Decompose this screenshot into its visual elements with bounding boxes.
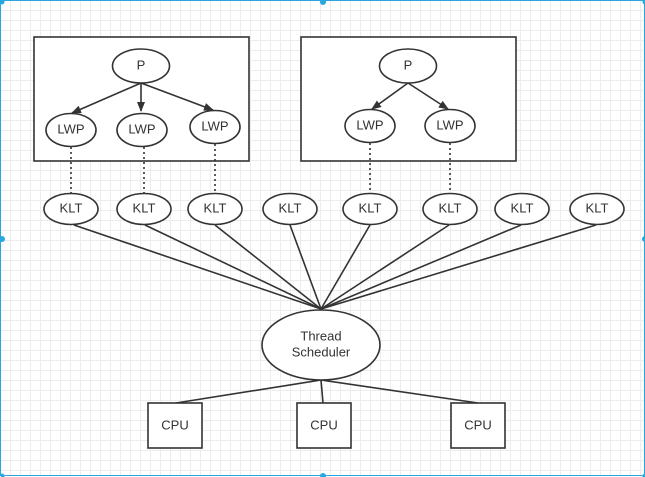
klt-label: KLT <box>586 200 609 215</box>
cpu-link-2[interactable] <box>321 380 323 403</box>
cpu-node-3[interactable]: CPU <box>451 403 505 448</box>
process-label: P <box>404 57 413 72</box>
lwp-node-5[interactable]: LWP <box>425 110 475 143</box>
cpu-node-1[interactable]: CPU <box>148 403 202 448</box>
scheduler-label-line2: Scheduler <box>292 344 351 359</box>
resize-handle-bottom[interactable] <box>320 473 326 477</box>
lwp-node-3[interactable]: LWP <box>190 111 240 144</box>
lwp-label: LWP <box>356 117 383 132</box>
lwp-node-4[interactable]: LWP <box>345 110 395 143</box>
cpu-label: CPU <box>310 417 337 432</box>
klt-node-2[interactable]: KLT <box>117 194 171 225</box>
klt-node-6[interactable]: KLT <box>423 194 477 225</box>
process-node-1[interactable]: P <box>113 49 170 83</box>
resize-handle-bottom-left[interactable] <box>1 474 5 477</box>
klt-label: KLT <box>359 200 382 215</box>
cpu-link-1[interactable] <box>176 380 321 403</box>
resize-handle-top[interactable] <box>320 1 326 5</box>
lwp-label: LWP <box>436 117 463 132</box>
klt-node-1[interactable]: KLT <box>44 194 98 225</box>
lwp-label: LWP <box>201 118 228 133</box>
klt-node-5[interactable]: KLT <box>343 194 397 225</box>
resize-handle-top-left[interactable] <box>1 1 5 5</box>
klt-label: KLT <box>133 200 156 215</box>
resize-handle-left[interactable] <box>1 236 5 242</box>
thread-scheduler-node[interactable]: Thread Scheduler <box>262 310 380 380</box>
cpu-link-3[interactable] <box>321 380 478 403</box>
cpu-label: CPU <box>464 417 491 432</box>
klt-node-8[interactable]: KLT <box>570 194 624 225</box>
process-label: P <box>137 57 146 72</box>
cpu-node-2[interactable]: CPU <box>297 403 351 448</box>
klt-label: KLT <box>204 200 227 215</box>
klt-label: KLT <box>279 200 302 215</box>
klt-label: KLT <box>511 200 534 215</box>
process-node-2[interactable]: P <box>380 49 437 83</box>
lwp-label: LWP <box>57 121 84 136</box>
klt-link-6[interactable] <box>321 225 449 309</box>
klt-label: KLT <box>60 200 83 215</box>
cpu-label: CPU <box>161 417 188 432</box>
scheduler-label-line1: Thread <box>300 328 341 343</box>
klt-link-1[interactable] <box>74 225 321 309</box>
klt-link-7[interactable] <box>321 225 521 309</box>
klt-node-3[interactable]: KLT <box>188 194 242 225</box>
klt-node-4[interactable]: KLT <box>263 194 317 225</box>
klt-node-7[interactable]: KLT <box>495 194 549 225</box>
lwp-label: LWP <box>128 121 155 136</box>
lwp-node-2[interactable]: LWP <box>117 114 167 147</box>
klt-label: KLT <box>439 200 462 215</box>
lwp-node-1[interactable]: LWP <box>46 114 96 147</box>
